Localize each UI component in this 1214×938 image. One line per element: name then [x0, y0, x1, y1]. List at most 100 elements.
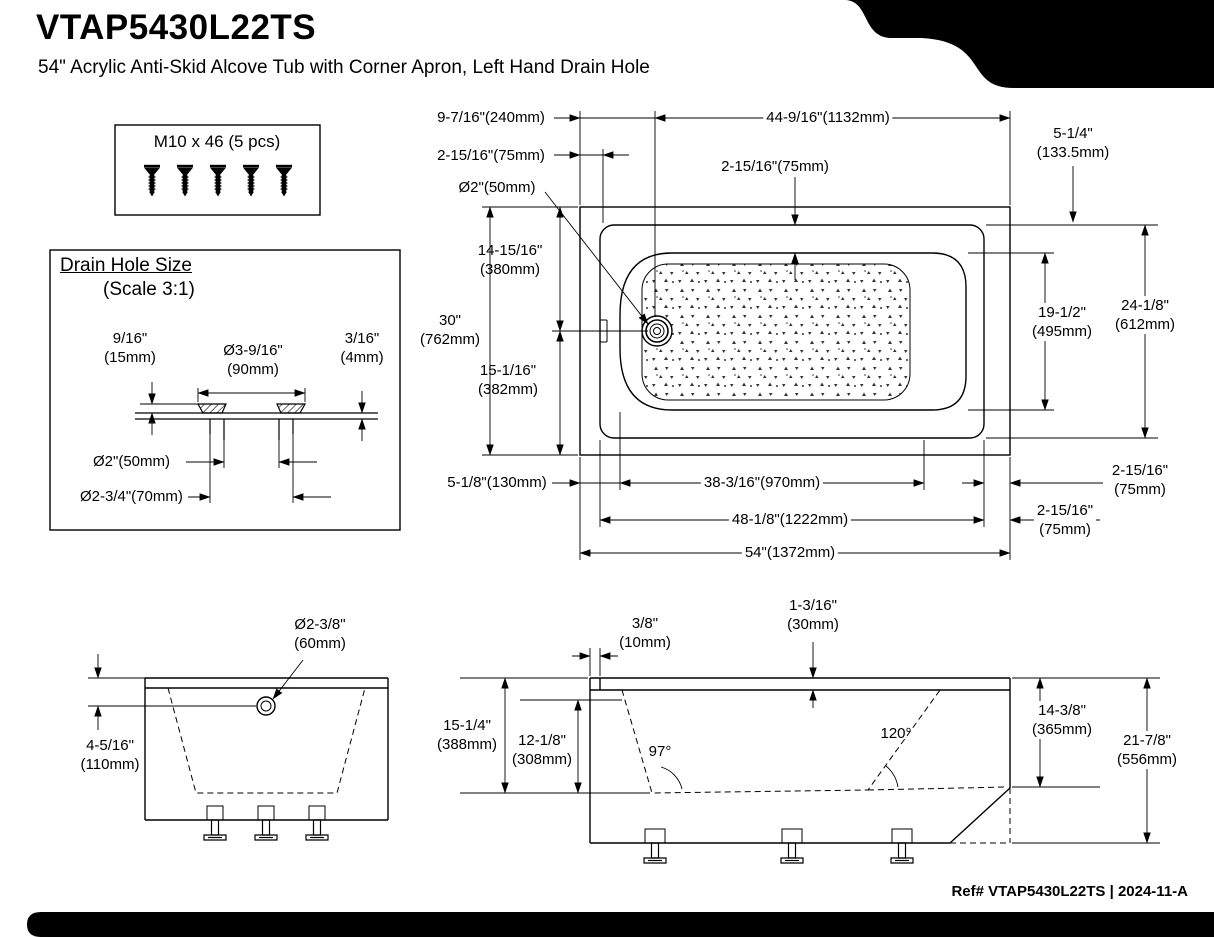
- dim-left-rim: 2-15/16"(75mm): [437, 147, 545, 164]
- anti-skid-area: [641, 263, 911, 401]
- dim-mm: (612mm): [1114, 316, 1176, 333]
- dim-in: 9/16": [112, 330, 148, 347]
- dim-right-rim: 2-15/16" (75mm): [1033, 501, 1097, 539]
- dim-basin-left-offset: 5-1/8"(130mm): [447, 474, 547, 491]
- dim-drain-lip-height: 9/16" (15mm): [104, 329, 156, 367]
- dim-drain-offset: 9-7/16"(240mm): [437, 109, 545, 126]
- screw-icon: [208, 164, 228, 197]
- dim-in: 14-15/16": [477, 242, 543, 259]
- dim-mm: (90mm): [227, 361, 279, 378]
- dim-angle-right: 120°: [880, 725, 912, 742]
- dim-ledge: 3/8" (10mm): [619, 614, 671, 652]
- tub-basin-outline: [619, 252, 967, 411]
- dim-mm: (110mm): [80, 756, 140, 773]
- dim-overflow-drop: 4-5/16" (110mm): [81, 736, 140, 774]
- drain-detail-drawing: [49, 249, 401, 531]
- dim-drain-to-end: 44-9/16"(1132mm): [763, 108, 893, 127]
- dim-in: 21-7/8": [1123, 732, 1171, 749]
- page-title-model: VTAP5430L22TS: [36, 8, 317, 47]
- dim-in: 2-15/16": [1111, 462, 1169, 479]
- drain-detail-dims: [140, 382, 366, 503]
- page-subtitle: 54" Acrylic Anti-Skid Alcove Tub with Co…: [38, 57, 650, 78]
- dim-in: 30": [438, 312, 462, 329]
- dim-drain-from-top: 14-15/16" (380mm): [478, 241, 543, 279]
- drain-flange-right: [276, 403, 307, 414]
- dim-overflow-dia: Ø2-3/8" (60mm): [294, 615, 346, 653]
- dim-in: 3/16": [344, 330, 380, 347]
- end-view-hidden-basin: [167, 687, 366, 794]
- dim-mm: (60mm): [294, 635, 346, 652]
- side-view-drawing: [589, 677, 1011, 864]
- drain-detail-scale: (Scale 3:1): [103, 279, 195, 300]
- dim-mm: (365mm): [1031, 721, 1093, 738]
- dim-outer-depth: 15-1/4" (388mm): [437, 716, 497, 754]
- dim-mm: (382mm): [477, 381, 539, 398]
- dim-basin-width: 19-1/2" (495mm): [1028, 303, 1096, 341]
- dim-mm: (762mm): [419, 331, 481, 348]
- dim-mm: (380mm): [479, 261, 541, 278]
- side-view-hidden-basin: [621, 689, 941, 794]
- dim-overall-height: 21-7/8" (556mm): [1113, 731, 1181, 769]
- drain-flange-left: [196, 403, 227, 414]
- dim-rim-height: 1-3/16" (30mm): [787, 596, 839, 634]
- dim-mm: (75mm): [1039, 521, 1091, 538]
- dim-skirt-drop: 14-3/8" (365mm): [1028, 701, 1096, 739]
- adjustable-foot: [780, 842, 804, 864]
- screw-icon: [241, 164, 261, 197]
- dim-mm: (495mm): [1031, 323, 1093, 340]
- dim-basin-floor-length: 38-3/16"(970mm): [700, 473, 824, 492]
- dim-mm: (308mm): [511, 751, 573, 768]
- dim-mm: (75mm): [1114, 481, 1166, 498]
- dim-mm: (10mm): [619, 634, 671, 651]
- dim-drain-dia: Ø2"(50mm): [458, 179, 536, 196]
- dim-drain-from-bottom: 15-1/16" (382mm): [478, 361, 538, 399]
- dim-in: 15-1/4": [443, 717, 491, 734]
- bottom-bar-decoration: [27, 912, 1214, 937]
- dim-in: Ø2-3/8": [294, 616, 346, 633]
- top-right-corner-decoration: [846, 0, 1214, 88]
- dim-mm: (388mm): [436, 736, 498, 753]
- dim-in: 2-15/16": [1036, 502, 1094, 519]
- adjustable-foot: [203, 819, 227, 841]
- dim-in: 5-1/4": [1053, 125, 1093, 142]
- dim-rim-length: 48-1/8"(1222mm): [728, 510, 852, 529]
- dim-rim-width: 24-1/8" (612mm): [1111, 296, 1179, 334]
- hardware-box-frame: [114, 124, 321, 216]
- dim-in: 12-1/8": [518, 732, 566, 749]
- dim-in: 3/8": [631, 615, 659, 632]
- adjustable-foot: [890, 842, 914, 864]
- dim-mm: (4mm): [340, 349, 384, 366]
- reference-number: Ref# VTAP5430L22TS | 2024-11-A: [951, 883, 1188, 900]
- dim-in: 14-3/8": [1038, 702, 1086, 719]
- dim-in: 24-1/8": [1121, 297, 1169, 314]
- dim-in: 15-1/16": [479, 362, 537, 379]
- adjustable-foot: [254, 819, 278, 841]
- screw-icon: [175, 164, 195, 197]
- dim-right-gap: 2-15/16" (75mm): [1112, 461, 1168, 499]
- drain-detail-frame: [49, 249, 401, 531]
- dim-top-rim: 2-15/16"(75mm): [721, 158, 829, 175]
- dim-corner-apron: 5-1/4" (133.5mm): [1037, 124, 1110, 162]
- dim-inner-depth: 12-1/8" (308mm): [512, 731, 572, 769]
- top-view-drawing: [579, 206, 1011, 456]
- adjustable-foot: [643, 842, 667, 864]
- hardware-label: M10 x 46 (5 pcs): [153, 132, 281, 151]
- dim-drain-hole-inner: Ø2"(50mm): [93, 453, 170, 470]
- dim-drain-hole-outer: Ø2-3/4"(70mm): [80, 488, 183, 505]
- dim-in: 1-3/16": [789, 597, 837, 614]
- end-view-drawing: [144, 677, 389, 841]
- dim-drain-flange-dia: Ø3-9/16" (90mm): [223, 341, 283, 379]
- dim-drain-thickness: 3/16" (4mm): [340, 329, 383, 367]
- drain-detail-title: Drain Hole Size: [60, 255, 192, 276]
- dim-mm: (556mm): [1116, 751, 1178, 768]
- overflow-drain-hole: [256, 696, 276, 716]
- dim-overall-length: 54"(1372mm): [741, 543, 839, 562]
- dim-mm: (15mm): [104, 349, 156, 366]
- dim-in: 19-1/2": [1038, 304, 1086, 321]
- dim-in: 4-5/16": [86, 737, 134, 754]
- dim-overall-width: 30" (762mm): [420, 311, 480, 349]
- end-view-dims: [88, 654, 304, 730]
- screw-icon: [274, 164, 294, 197]
- hardware-box-drawing: [114, 124, 321, 216]
